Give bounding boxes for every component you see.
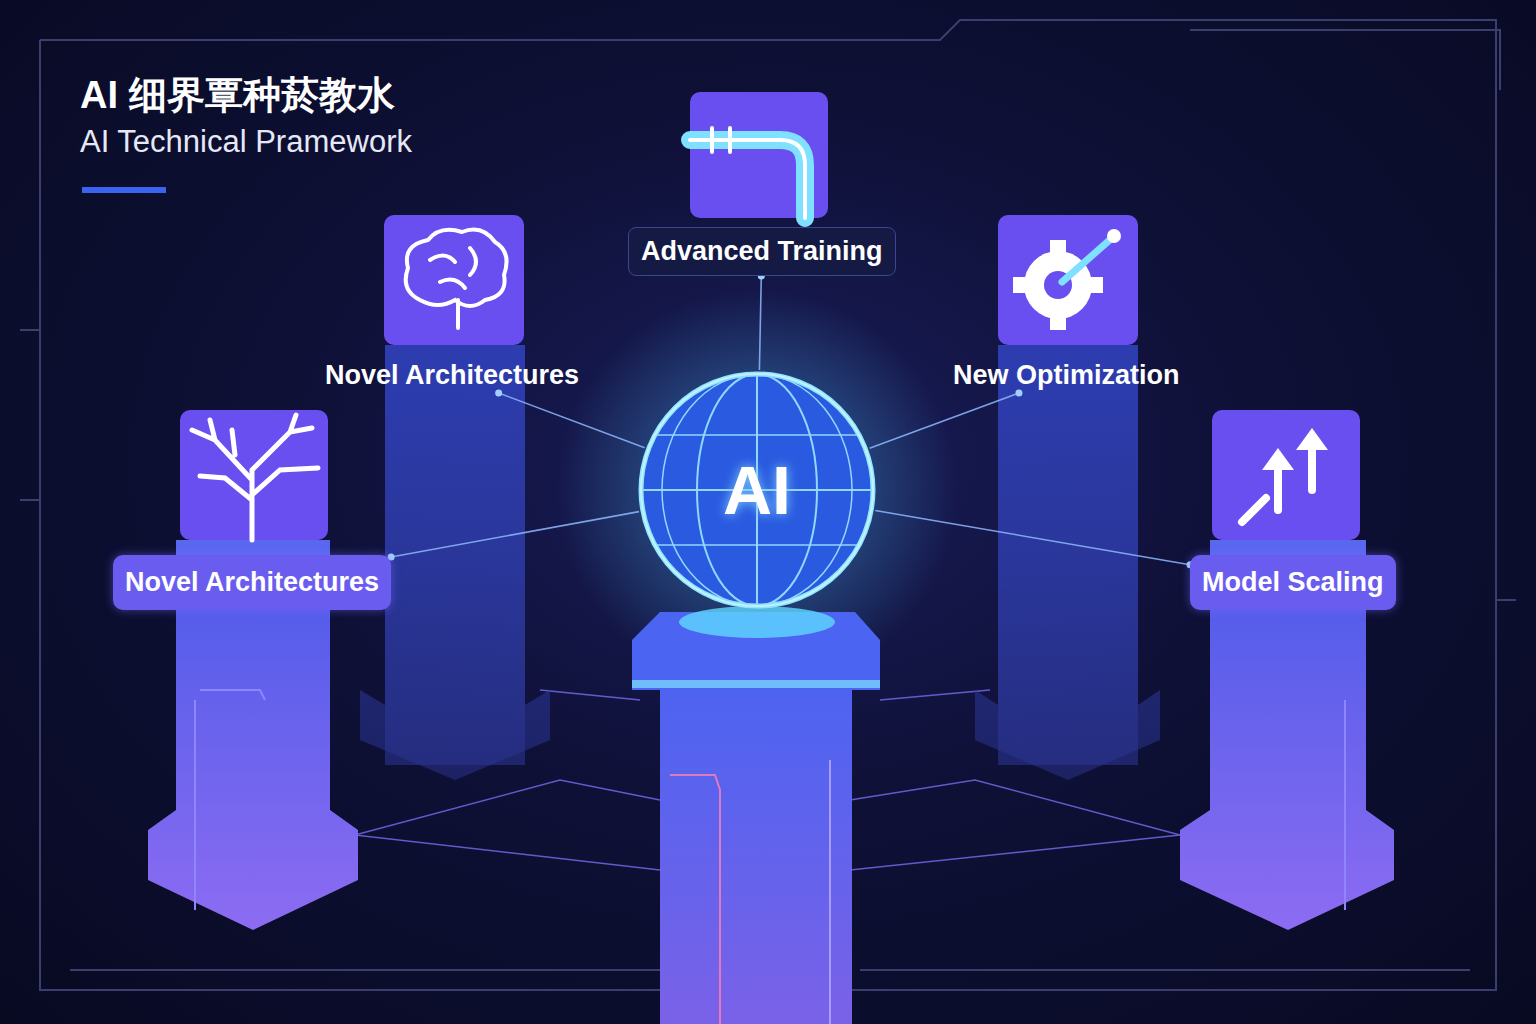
- node-text: Advanced Training: [641, 236, 883, 267]
- connector-line: [758, 273, 765, 371]
- connector-line: [388, 512, 639, 561]
- center-pedestal: [557, 290, 957, 1024]
- node-text: New Optimization: [953, 360, 1180, 391]
- node-text: Novel Architectures: [125, 567, 379, 598]
- connector-line: [875, 510, 1193, 568]
- node-text: AI: [637, 370, 877, 610]
- node-text: Model Scaling: [1202, 567, 1384, 598]
- component-label: New Optimization: [947, 358, 1186, 393]
- label-pill: Novel Architectures: [113, 555, 391, 610]
- connector-line: [870, 390, 1023, 449]
- connector-line: [495, 390, 645, 448]
- label-pill: Model Scaling: [1190, 555, 1396, 610]
- diagram-title: AI 细界覃种菸教水: [80, 70, 395, 121]
- subtitle: AI Technical Pramework: [80, 124, 412, 160]
- label-pill: Advanced Training: [628, 227, 896, 276]
- title-underline: [82, 187, 166, 193]
- node-text: Novel Architectures: [325, 360, 579, 391]
- ai-globe: AI: [637, 370, 877, 610]
- component-label: Novel Architectures: [319, 358, 585, 393]
